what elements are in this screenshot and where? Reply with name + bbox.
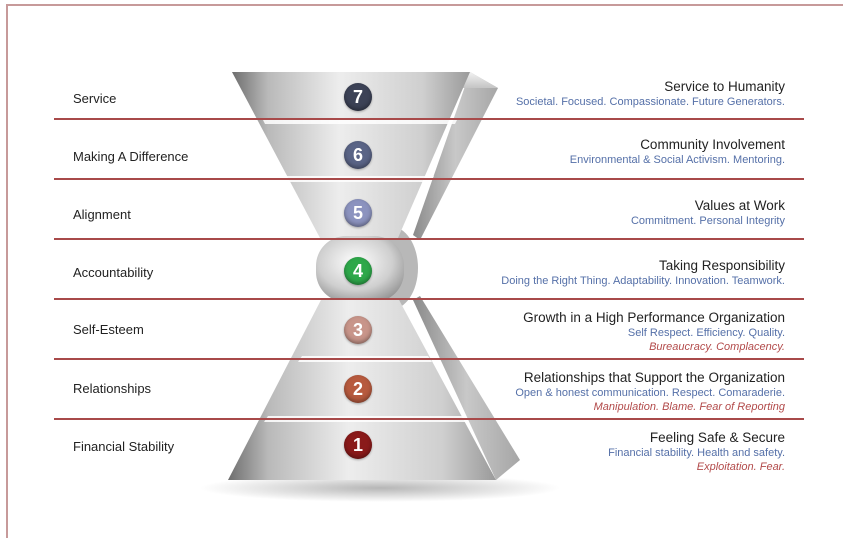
level-divider bbox=[54, 358, 804, 360]
level-3-negatives: Bureaucracy. Complacency. bbox=[649, 341, 785, 353]
level-4-title: Taking Responsibility bbox=[658, 258, 785, 273]
level-2-label: Relationships bbox=[73, 381, 152, 396]
level-6-description: Community Involvement Environmental & So… bbox=[570, 136, 785, 167]
hourglass-shadow bbox=[200, 474, 560, 502]
level-1-badge: 1 bbox=[344, 431, 372, 459]
level-1-description: Feeling Safe & Secure Financial stabilit… bbox=[608, 429, 785, 474]
level-1-title: Feeling Safe & Secure bbox=[649, 430, 785, 445]
band-separator bbox=[262, 118, 458, 124]
level-2-badge: 2 bbox=[344, 375, 372, 403]
level-7-badge: 7 bbox=[344, 83, 372, 111]
level-6-badge: 6 bbox=[344, 141, 372, 169]
level-4-label: Accountability bbox=[73, 265, 154, 280]
level-divider bbox=[54, 418, 804, 420]
level-7-description: Service to Humanity Societal. Focused. C… bbox=[516, 78, 785, 109]
level-3-label: Self-Esteem bbox=[73, 322, 144, 337]
frame-border-left bbox=[6, 4, 8, 538]
level-1-label: Financial Stability bbox=[73, 439, 175, 454]
level-4-description: Taking Responsibility Doing the Right Th… bbox=[501, 257, 785, 288]
level-4-subtitle: Doing the Right Thing. Adaptability. Inn… bbox=[501, 275, 785, 287]
level-3-title: Growth in a High Performance Organizatio… bbox=[523, 310, 785, 325]
level-6-subtitle: Environmental & Social Activism. Mentori… bbox=[569, 154, 785, 166]
hourglass-upper-side bbox=[413, 72, 498, 240]
level-5-title: Values at Work bbox=[694, 198, 785, 213]
level-divider bbox=[54, 298, 804, 300]
level-2-description: Relationships that Support the Organizat… bbox=[515, 369, 785, 414]
level-6-title: Community Involvement bbox=[640, 137, 785, 152]
level-5-badge: 5 bbox=[344, 199, 372, 227]
level-5-subtitle: Commitment. Personal Integrity bbox=[630, 215, 785, 227]
level-5-description: Values at Work Commitment. Personal Inte… bbox=[631, 197, 785, 228]
level-3-subtitle: Self Respect. Efficiency. Quality. bbox=[627, 327, 785, 339]
level-6-label: Making A Difference bbox=[73, 149, 189, 164]
hourglass-lower-side bbox=[413, 296, 520, 480]
level-2-title: Relationships that Support the Organizat… bbox=[523, 370, 785, 385]
level-1-subtitle: Financial stability. Health and safety. bbox=[608, 447, 785, 459]
level-divider bbox=[54, 238, 804, 240]
level-1-negatives: Exploitation. Fear. bbox=[696, 461, 785, 473]
level-7-subtitle: Societal. Focused. Compassionate. Future… bbox=[515, 96, 785, 108]
level-7-label: Service bbox=[73, 91, 117, 106]
level-3-badge: 3 bbox=[344, 316, 372, 344]
level-3-description: Growth in a High Performance Organizatio… bbox=[523, 309, 785, 354]
level-divider bbox=[54, 118, 804, 120]
level-2-subtitle: Open & honest communication. Respect. Co… bbox=[515, 387, 785, 399]
level-7-title: Service to Humanity bbox=[664, 79, 785, 94]
level-2-negatives: Manipulation. Blame. Fear of Reporting bbox=[593, 401, 785, 413]
level-divider bbox=[54, 178, 804, 180]
level-4-badge: 4 bbox=[344, 257, 372, 285]
frame-border-top bbox=[6, 4, 843, 6]
level-5-label: Alignment bbox=[73, 207, 131, 222]
